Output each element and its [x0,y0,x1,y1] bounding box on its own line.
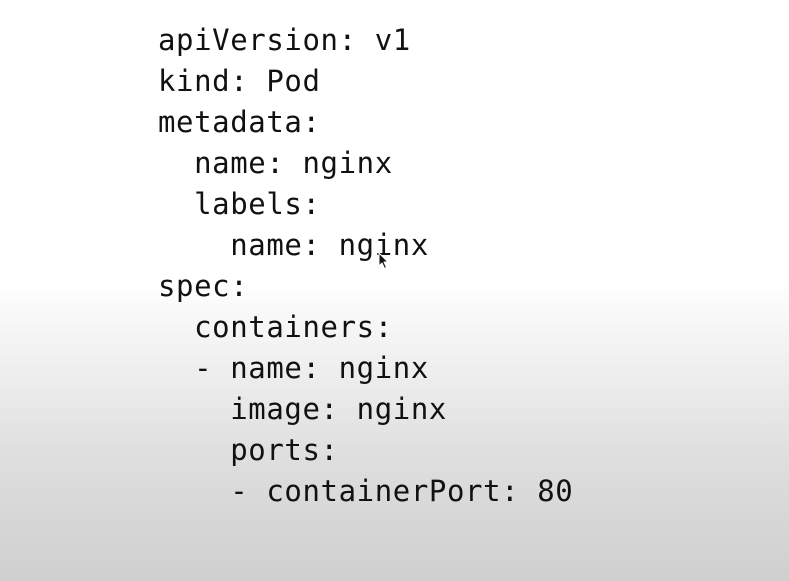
code-line: name: nginx [158,146,393,180]
code-line: name: nginx [158,228,429,262]
code-line: - containerPort: 80 [158,474,574,508]
code-line: image: nginx [158,392,447,426]
code-line: containers: [158,310,393,344]
code-line: metadata: [158,105,321,139]
mouse-pointer-icon [378,252,389,269]
code-line: kind: Pod [158,64,321,98]
code-line: ports: [158,433,339,467]
code-line: apiVersion: v1 [158,23,411,57]
code-line: labels: [158,187,321,221]
code-line: - name: nginx [158,351,429,385]
code-line: spec: [158,269,249,303]
